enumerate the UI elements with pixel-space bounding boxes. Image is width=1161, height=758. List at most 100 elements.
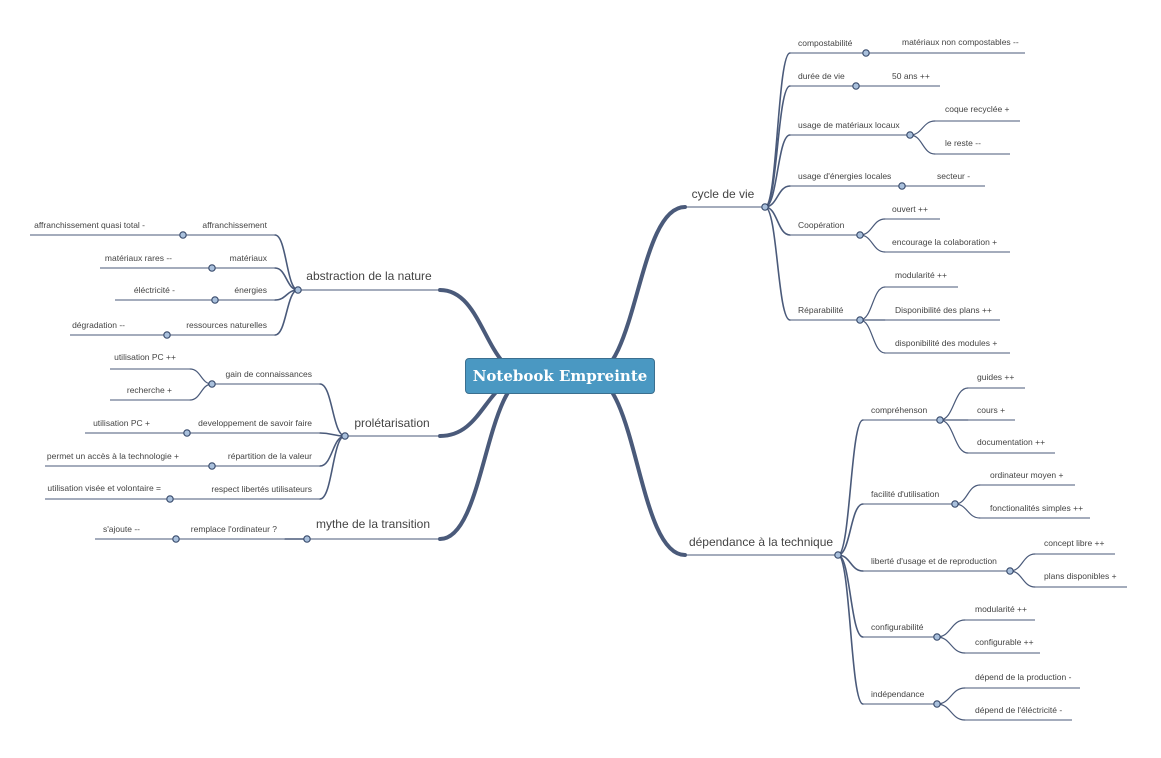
branch-0-child-3-label[interactable]: usage d'énergies locales (798, 171, 891, 181)
branch-1-child-0-leaf-1-label[interactable]: cours + (977, 405, 1005, 415)
branch-1-child-3-leaf-0-label[interactable]: modularité ++ (975, 604, 1027, 614)
branch-1-child-1-edge (837, 503, 864, 556)
branch-0-child-2-edge (764, 134, 791, 208)
branch-3-child-0-edge (319, 383, 346, 437)
branch-2-child-2-leaf-0-label[interactable]: éléctricité - (134, 285, 175, 295)
root-label: Notebook Empreinte (472, 367, 648, 385)
branch-1-node[interactable] (834, 551, 842, 559)
branch-3-child-3-edge (319, 435, 346, 500)
branch-0-child-4-leaf-0-label[interactable]: ouvert ++ (892, 204, 928, 214)
branch-2-label[interactable]: abstraction de la nature (306, 269, 432, 283)
branch-3-child-2-label[interactable]: répartition de la valeur (228, 451, 312, 461)
branch-1-child-2-label[interactable]: liberté d'usage et de reproduction (871, 556, 997, 566)
branch-0-child-0-leaf-0-label[interactable]: matériaux non compostables -- (902, 37, 1019, 47)
branch-3-child-3-label[interactable]: respect libertés utilisateurs (211, 484, 312, 494)
branch-0-child-3-node[interactable] (898, 182, 906, 190)
branch-3-child-3-leaf-0-label[interactable]: utilisation visée et volontaire = (47, 483, 161, 493)
branch-1-child-1-leaf-0-edge (954, 484, 981, 505)
branch-0-child-5-leaf-0-label[interactable]: modularité ++ (895, 270, 947, 280)
branch-0-child-0-node[interactable] (862, 49, 870, 57)
branch-0-child-2-label[interactable]: usage de matériaux locaux (798, 120, 900, 130)
branch-1-child-2-node[interactable] (1006, 567, 1014, 575)
branch-1-child-4-label[interactable]: indépendance (871, 689, 925, 699)
branch-0-label[interactable]: cycle de vie (692, 187, 755, 201)
branch-3-child-1-label[interactable]: developpement de savoir faire (198, 418, 312, 428)
branch-0-child-1-edge (764, 85, 791, 208)
branch-2-child-0-label[interactable]: affranchissement (202, 220, 267, 230)
branch-1-child-3-node[interactable] (933, 633, 941, 641)
branch-2-child-0-node[interactable] (179, 231, 187, 239)
branch-3-node[interactable] (341, 432, 349, 440)
branch-3-child-0-label[interactable]: gain de connaissances (226, 369, 312, 379)
branch-1-child-3-leaf-1-edge (936, 636, 966, 654)
branch-1-child-4-leaf-0-label[interactable]: dépend de la production - (975, 672, 1072, 682)
branch-2-child-3-node[interactable] (163, 331, 171, 339)
branch-0-child-0-label[interactable]: compostabilité (798, 38, 853, 48)
branch-0-child-1-leaf-0-label[interactable]: 50 ans ++ (892, 71, 930, 81)
branch-2-node[interactable] (294, 286, 302, 294)
branch-3-child-0-leaf-1-edge (189, 383, 213, 401)
branch-4-node[interactable] (303, 535, 311, 543)
branch-3-child-3-node[interactable] (166, 495, 174, 503)
branch-1-child-4-leaf-1-label[interactable]: dépend de l'éléctricité - (975, 705, 1062, 715)
branch-0-child-4-label[interactable]: Coopération (798, 220, 845, 230)
branch-3-child-1-node[interactable] (183, 429, 191, 437)
branch-0-child-5-leaf-2-label[interactable]: disponibilité des modules + (895, 338, 997, 348)
branch-2-child-2-label[interactable]: énergies (234, 285, 267, 295)
branch-1-child-1-node[interactable] (951, 500, 959, 508)
branch-4-child-0-leaf-0-label[interactable]: s'ajoute -- (103, 524, 140, 534)
branch-1-label[interactable]: dépendance à la technique (689, 535, 833, 549)
branch-0-child-1-node[interactable] (852, 82, 860, 90)
branch-0-child-1-label[interactable]: durée de vie (798, 71, 845, 81)
branch-0-child-5-label[interactable]: Réparabilité (798, 305, 844, 315)
branch-1-child-3-label[interactable]: configurabilité (871, 622, 924, 632)
branch-1-child-0-leaf-2-label[interactable]: documentation ++ (977, 437, 1045, 447)
branch-1-child-0-leaf-2-edge (939, 419, 969, 454)
branch-1-child-2-leaf-0-label[interactable]: concept libre ++ (1044, 538, 1105, 548)
branch-2-child-2-node[interactable] (211, 296, 219, 304)
branch-3-label[interactable]: prolétarisation (354, 416, 429, 430)
branch-3-child-0-node[interactable] (208, 380, 216, 388)
branch-0-child-4-node[interactable] (856, 231, 864, 239)
branch-0-child-2-leaf-1-label[interactable]: le reste -- (945, 138, 981, 148)
branch-1-child-0-leaf-0-label[interactable]: guides ++ (977, 372, 1014, 382)
branch-1-child-1-leaf-0-label[interactable]: ordinateur moyen + (990, 470, 1064, 480)
branch-3-child-0-leaf-0-label[interactable]: utilisation PC ++ (114, 352, 176, 362)
branch-2-child-1-label[interactable]: matériaux (230, 253, 268, 263)
branch-1-child-0-edge (837, 419, 864, 556)
branch-0-child-2-node[interactable] (906, 131, 914, 139)
branch-2-child-3-label[interactable]: ressources naturelles (186, 320, 267, 330)
branch-1-child-1-leaf-1-edge (954, 503, 981, 519)
branch-1-child-1-label[interactable]: facilité d'utilisation (871, 489, 940, 499)
branch-1-child-4-leaf-1-edge (936, 703, 966, 721)
branch-4-label[interactable]: mythe de la transition (316, 517, 430, 531)
branch-4-child-0-node[interactable] (172, 535, 180, 543)
branch-4-child-0-label[interactable]: remplace l'ordinateur ? (191, 524, 277, 534)
branch-1-child-2-leaf-1-label[interactable]: plans disponibles + (1044, 571, 1117, 581)
branch-0-child-5-leaf-0-edge (859, 286, 886, 321)
branch-1-child-1-leaf-1-label[interactable]: fonctionalités simples ++ (990, 503, 1083, 513)
branch-1-child-0-label[interactable]: compréhenson (871, 405, 928, 415)
branch-1-child-0-node[interactable] (936, 416, 944, 424)
branch-2-child-1-leaf-0-label[interactable]: matériaux rares -- (105, 253, 172, 263)
branch-0-child-5-leaf-1-label[interactable]: Disponibilité des plans ++ (895, 305, 992, 315)
branch-0-child-3-leaf-0-label[interactable]: secteur - (937, 171, 970, 181)
branch-1-child-4-node[interactable] (933, 700, 941, 708)
branch-2-child-0-leaf-0-label[interactable]: affranchissement quasi total - (34, 220, 145, 230)
root-node[interactable]: Notebook Empreinte (465, 358, 655, 394)
branch-3-child-2-edge (319, 435, 346, 467)
branch-3-child-2-node[interactable] (208, 462, 216, 470)
branch-3-child-0-leaf-1-label[interactable]: recherche + (127, 385, 172, 395)
branch-4-edge (438, 374, 532, 541)
branch-0-node[interactable] (761, 203, 769, 211)
branch-2-child-3-leaf-0-label[interactable]: dégradation -- (72, 320, 125, 330)
branch-0-edge (588, 205, 687, 378)
branch-0-child-5-node[interactable] (856, 316, 864, 324)
branch-0-child-2-leaf-0-label[interactable]: coque recyclée + (945, 104, 1010, 114)
branch-3-child-2-leaf-0-label[interactable]: permet un accès à la technologie + (47, 451, 179, 461)
branch-1-child-3-leaf-1-label[interactable]: configurable ++ (975, 637, 1034, 647)
branch-0-child-4-leaf-1-label[interactable]: encourage la colaboration + (892, 237, 997, 247)
branch-3-child-1-leaf-0-label[interactable]: utilisation PC + (93, 418, 150, 428)
branch-1-child-3-leaf-0-edge (936, 619, 966, 638)
branch-2-child-1-node[interactable] (208, 264, 216, 272)
